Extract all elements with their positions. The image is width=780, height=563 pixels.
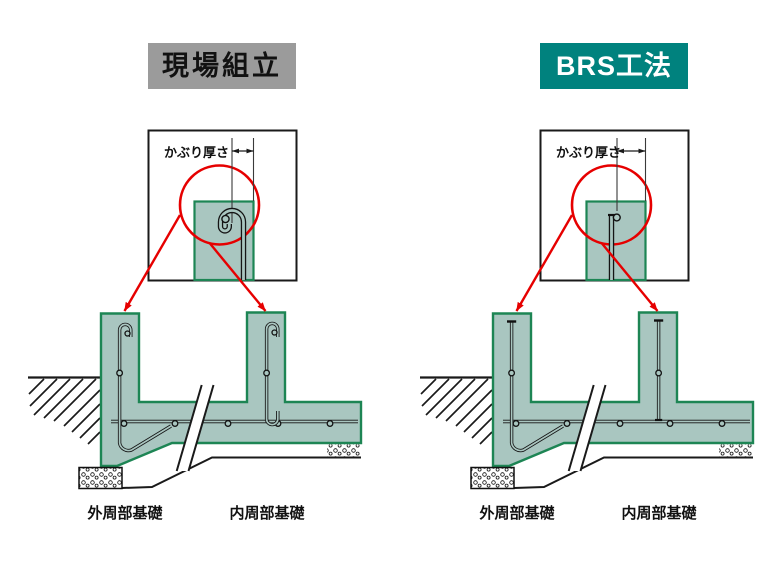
outer-foundation-label: 外周部基礎	[86, 504, 163, 522]
panel-site-assembly: かぶり厚さ	[26, 128, 363, 522]
callout-line-left	[123, 214, 182, 312]
callout-line-left	[515, 214, 574, 312]
panel-title-brs-method: BRS工法	[540, 43, 688, 89]
inner-wall-rebar-hooked	[263, 321, 280, 427]
inner-wall-rebar-straight	[654, 319, 664, 422]
outer-wall-rebar-hooked	[116, 322, 172, 453]
callout-line-right	[600, 242, 659, 312]
inner-foundation-label: 内周部基礎	[229, 504, 305, 522]
panel-brs-method: かぶり厚さ	[418, 128, 755, 522]
inner-foundation-label: 内周部基礎	[621, 504, 697, 522]
callout-line-right	[208, 242, 267, 312]
detail-rebar-straight	[608, 213, 621, 280]
cover-thickness-dimension: かぶり厚さ	[556, 138, 647, 211]
outer-wall-rebar-straight	[507, 320, 564, 453]
outer-foundation-label: 外周部基礎	[478, 504, 555, 522]
cover-thickness-label: かぶり厚さ	[556, 145, 621, 160]
cover-thickness-label: かぶり厚さ	[164, 145, 229, 160]
panel-title-site-assembly: 現場組立	[148, 43, 296, 89]
detail-rebar-hooked	[217, 207, 247, 280]
